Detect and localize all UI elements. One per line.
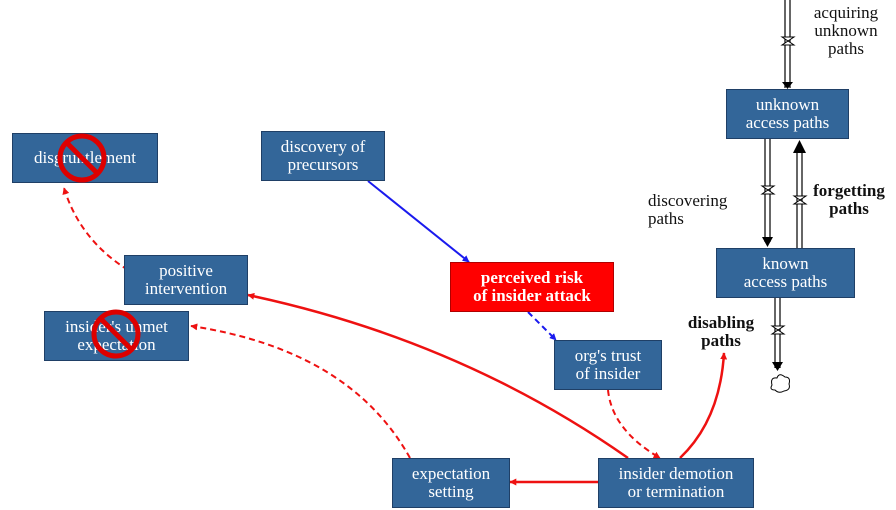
node-known-access-paths[interactable]: known access paths: [716, 248, 855, 298]
link-risk-to-trust: [527, 311, 557, 341]
bowtie-valve-icon: [780, 36, 796, 46]
bowtie-valve-icon: [760, 185, 776, 195]
node-unknown-access-paths[interactable]: unknown access paths: [726, 89, 849, 139]
link-expectation-to-unmet: [190, 323, 411, 459]
bowtie-valve-icon: [792, 195, 808, 205]
node-discovery-of-precursors[interactable]: discovery of precursors: [261, 131, 385, 181]
node-insider-demotion[interactable]: insider demotion or termination: [598, 458, 754, 508]
label-forgetting-paths: forgetting paths: [813, 181, 885, 218]
node-positive-intervention[interactable]: positive intervention: [124, 255, 248, 305]
node-expectation-setting[interactable]: expectation setting: [392, 458, 510, 508]
flow-forgetting: [793, 140, 806, 248]
node-orgs-trust-of-insider[interactable]: org's trust of insider: [554, 340, 662, 390]
link-trust-to-demotion: [607, 389, 661, 459]
node-perceived-risk[interactable]: perceived risk of insider attack: [450, 262, 614, 312]
label-discovering-paths: discovering paths: [648, 191, 728, 228]
link-demotion-to-intervention: [247, 292, 629, 460]
prohibited-icon: [57, 133, 107, 183]
prohibited-icon: [91, 309, 141, 359]
link-discovery-to-risk: [367, 180, 470, 263]
cloud-sink-icon: [770, 374, 790, 393]
bowtie-valve-icon: [770, 325, 786, 335]
label-acquiring-unknown-paths: acquiring unknown paths: [813, 3, 879, 58]
link-demotion-to-disabling: [679, 352, 728, 459]
label-disabling-paths: disabling paths: [687, 313, 755, 350]
link-intervention-to-disgruntlement: [62, 187, 129, 271]
flow-discovering: [762, 139, 773, 247]
